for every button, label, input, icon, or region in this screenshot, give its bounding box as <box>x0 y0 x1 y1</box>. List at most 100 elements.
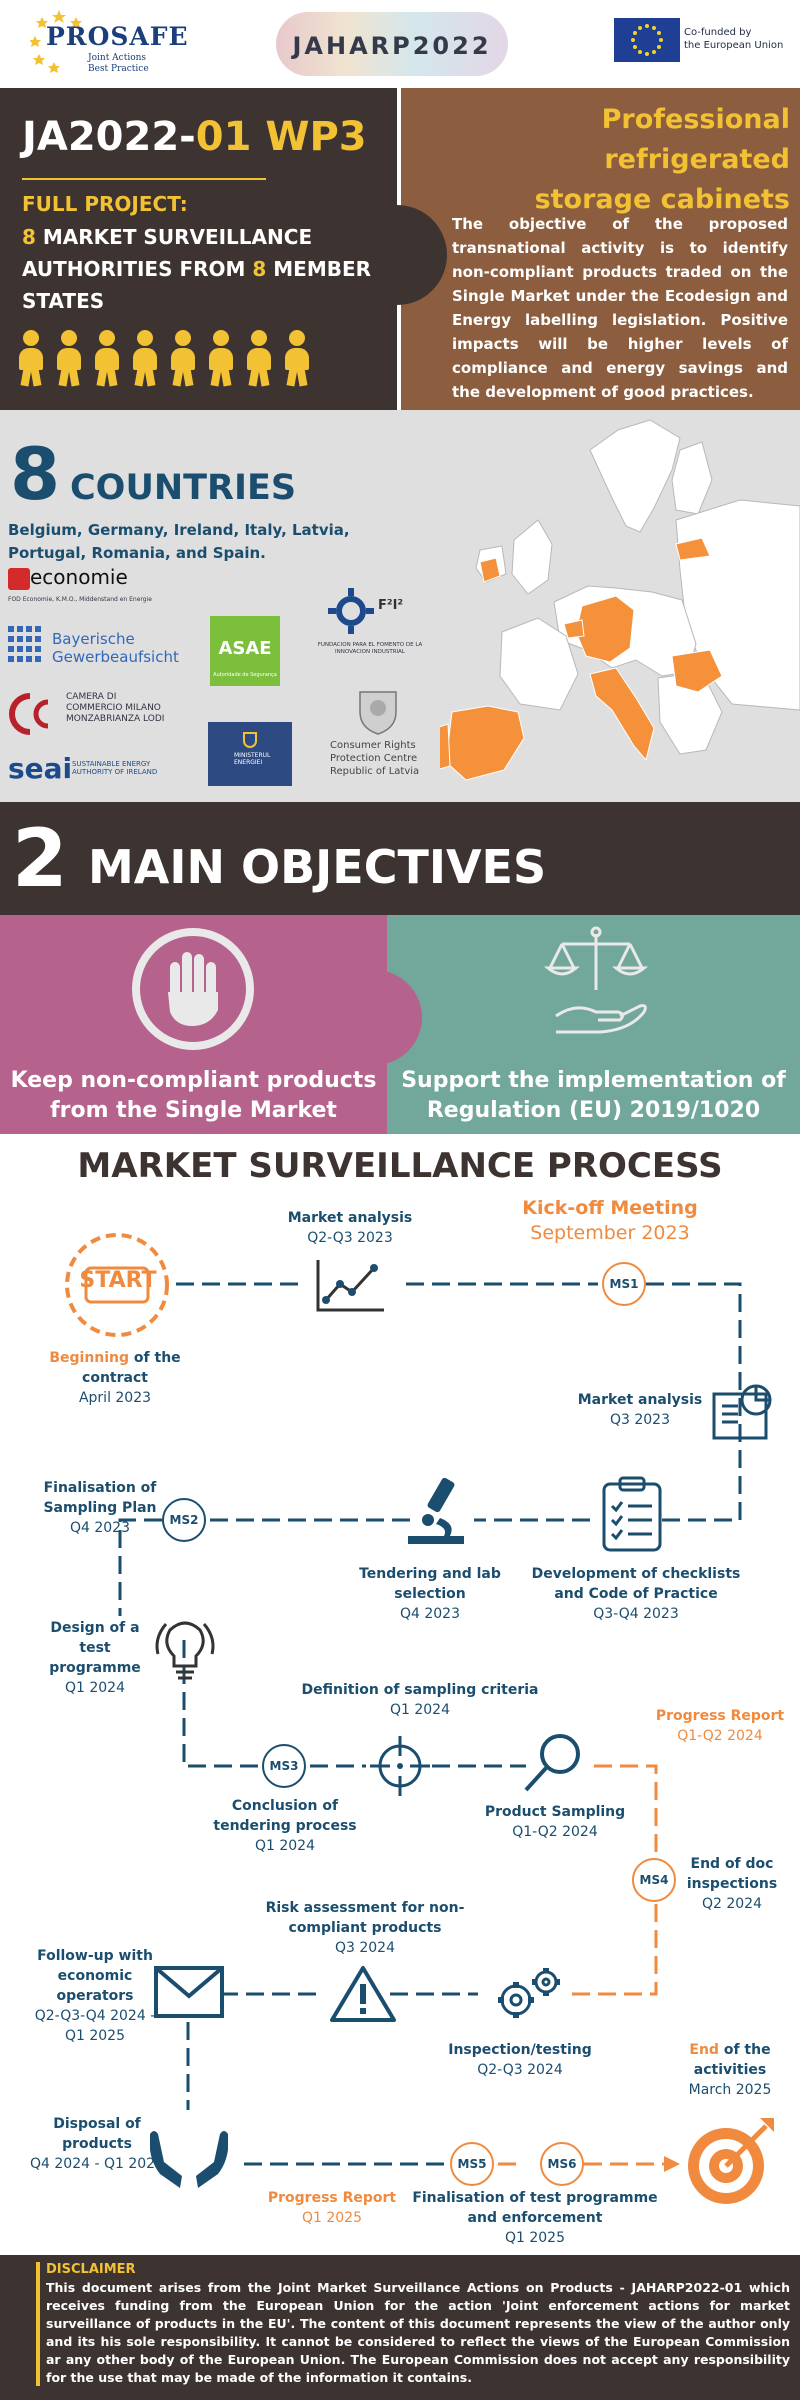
prosafe-logo: PROSAFE Joint Actions Best Practice <box>30 6 188 82</box>
start-label: START <box>79 1268 157 1293</box>
market-analysis-2-title: Market analysis <box>577 1392 703 1408</box>
envelope-icon <box>154 1966 224 2018</box>
map-romania <box>671 649 723 693</box>
economie-name: economie <box>30 565 128 589</box>
map-spain <box>445 705 525 781</box>
objectives-title: MAIN OBJECTIVES <box>88 840 547 894</box>
seai-name: seai <box>8 752 73 785</box>
end-doc-inspections-date: Q2 2024 <box>701 1896 762 1912</box>
asae-name: ASAE <box>218 638 272 659</box>
step-market-analysis-1: Market analysis Q2-Q3 2023 <box>250 1208 450 1248</box>
analytics-board-icon <box>712 1384 772 1440</box>
step-finalisation-sampling: Finalisation of Sampling Plan Q4 2023 <box>30 1478 170 1538</box>
logo-asae: ASAE Autoridade de Segurança <box>210 616 280 686</box>
project-code-prefix: JA2022- <box>22 114 196 160</box>
objectives-header <box>0 802 800 915</box>
authorities-label: MARKET SURVEILLANCE AUTHORITIES FROM <box>22 225 313 281</box>
header: PROSAFE Joint Actions Best Practice JAHA… <box>0 0 800 88</box>
product-panel <box>397 88 800 410</box>
countries-number: 8 <box>10 432 61 516</box>
milestone-ms4: MS4 <box>632 1858 676 1902</box>
logo-seai: seai SUSTAINABLE ENERGY AUTHORITY OF IRE… <box>8 752 168 794</box>
progress-report-2-date: Q1 2025 <box>301 2210 362 2226</box>
design-test-title: Design of a test programme <box>49 1620 141 1676</box>
camera-name: CAMERA DI COMMERCIO MILANO MONZABRIANZA … <box>66 692 165 724</box>
disposal-title: Disposal of products <box>53 2116 141 2152</box>
people-row <box>14 330 314 387</box>
step-beginning: Beginning of the contract April 2023 <box>40 1348 190 1408</box>
milestone-ms5: MS5 <box>450 2142 494 2186</box>
step-design-test: Design of a test programme Q1 2024 <box>40 1618 150 1698</box>
step-conclusion-tendering: Conclusion of tendering process Q1 2024 <box>205 1796 365 1856</box>
product-sampling-date: Q1-Q2 2024 <box>512 1824 598 1840</box>
person-icon <box>166 330 200 387</box>
eu-line-2: the European Union <box>684 40 784 51</box>
eu-cofunded-text: Co-funded by the European Union <box>684 26 783 52</box>
jaharp-text: JAHARP2022 <box>292 32 492 60</box>
seai-subtitle: SUSTAINABLE ENERGY AUTHORITY OF IRELAND <box>72 760 158 776</box>
magnifier-icon <box>524 1734 580 1792</box>
prosafe-name: PROSAFE <box>46 22 189 51</box>
step-end-doc-inspections: End of doc inspections Q2 2024 <box>682 1854 782 1914</box>
asae-subtitle: Autoridade de Segurança <box>213 672 277 678</box>
checklists-title: Development of checklists and Code of Pr… <box>531 1566 741 1602</box>
crosshair-target-icon <box>370 1736 430 1796</box>
logo-economie: economie FOD Economie, K.M.O., Middensta… <box>8 565 208 612</box>
progress-report-2-title: Progress Report <box>267 2190 397 2206</box>
start-badge-icon <box>65 1233 169 1337</box>
crpc-name-1: Consumer Rights <box>330 740 416 751</box>
step-product-sampling: Product Sampling Q1-Q2 2024 <box>470 1802 640 1842</box>
eu-line-1: Co-funded by <box>684 27 752 38</box>
conclusion-tendering-date: Q1 2024 <box>254 1838 315 1854</box>
map-ireland-highlight <box>479 557 501 583</box>
step-end-activities: End of the activities March 2025 <box>670 2040 790 2100</box>
person-icon <box>52 330 86 387</box>
stop-hand-icon <box>132 928 254 1050</box>
sampling-criteria-title: Definition of sampling criteria <box>301 1682 539 1698</box>
f2i2-name: F²I² <box>378 598 404 613</box>
target-arrow-icon <box>688 2118 774 2204</box>
person-icon <box>204 330 238 387</box>
jaharp-logo: JAHARP2022 <box>276 12 508 76</box>
step-disposal: Disposal of products Q4 2024 - Q1 2025 <box>30 2114 164 2174</box>
design-test-date: Q1 2024 <box>64 1680 125 1696</box>
objective-right-text: Support the implementation of Regulation… <box>401 1068 786 1123</box>
finalisation-sampling-date: Q4 2023 <box>69 1520 130 1536</box>
milestone-ms3: MS3 <box>262 1744 306 1788</box>
step-follow-up: Follow-up with economic operators Q2-Q3-… <box>30 1946 160 2046</box>
milestone-ms6: MS6 <box>540 2142 584 2186</box>
follow-up-title: Follow-up with economic operators <box>37 1948 153 2004</box>
product-sampling-title: Product Sampling <box>484 1804 626 1820</box>
logo-camera-commercio: CAMERA DI COMMERCIO MILANO MONZABRIANZA … <box>8 690 168 740</box>
eu-flag-icon <box>614 18 680 62</box>
checklists-date: Q3-Q4 2023 <box>593 1606 679 1622</box>
step-risk-assessment: Risk assessment for non-compliant produc… <box>260 1898 470 1958</box>
market-analysis-2-date: Q3 2023 <box>609 1412 670 1428</box>
member-states-count: 8 <box>252 257 267 281</box>
market-analysis-1-date: Q2-Q3 2023 <box>307 1230 393 1246</box>
disclaimer-title: DISCLAIMER <box>46 2262 136 2277</box>
crpc-name-2: Protection Centre <box>330 753 418 764</box>
risk-assessment-title: Risk assessment for non-compliant produc… <box>265 1900 465 1936</box>
europe-map <box>440 419 800 781</box>
map-portugal <box>440 723 451 770</box>
finalisation-test-title: Finalisation of test programme and enfor… <box>412 2190 658 2226</box>
ministerul-crest-icon <box>243 732 257 748</box>
step-finalisation-test: Finalisation of test programme and enfor… <box>410 2188 660 2248</box>
person-icon <box>280 330 314 387</box>
milestone-ms1: MS1 <box>602 1262 646 1306</box>
step-checklists: Development of checklists and Code of Pr… <box>516 1564 756 1624</box>
step-market-analysis-2: Market analysis Q3 2023 <box>560 1390 720 1430</box>
prosafe-tagline-1: Joint Actions <box>88 53 147 63</box>
person-icon <box>90 330 124 387</box>
checklist-icon <box>602 1476 662 1552</box>
justice-scale-icon <box>543 926 649 1034</box>
star-ring-icon <box>30 10 82 73</box>
step-kickoff: Kick-off Meeting September 2023 <box>510 1198 710 1246</box>
disclaimer-panel <box>0 2255 800 2400</box>
step-sampling-criteria: Definition of sampling criteria Q1 2024 <box>270 1680 570 1720</box>
step-progress-report-1: Progress Report Q1-Q2 2024 <box>640 1706 800 1746</box>
product-title: Professional refrigerated storage cabine… <box>412 100 790 220</box>
person-icon <box>128 330 162 387</box>
title-divider <box>22 178 266 180</box>
